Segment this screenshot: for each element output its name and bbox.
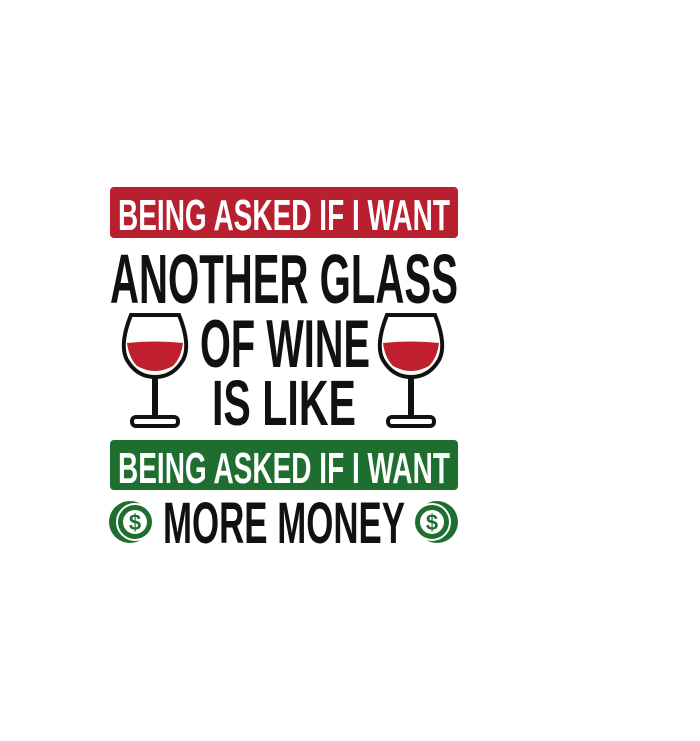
wine-glass-icon xyxy=(121,313,189,428)
line-is-like: IS LIKE xyxy=(212,367,356,439)
wine-glass-icon xyxy=(377,313,445,428)
line-more-money: MORE MONEY xyxy=(163,491,405,556)
green-banner xyxy=(110,440,458,490)
line-another-glass: ANOTHER GLASS xyxy=(110,240,458,318)
dollar-coin-icon: $ xyxy=(109,501,154,543)
coin-symbol: $ xyxy=(129,510,141,535)
dollar-coin-icon: $ xyxy=(413,501,458,543)
line-being-asked-red: BEING ASKED IF I WANT xyxy=(118,191,450,240)
coin-symbol: $ xyxy=(426,510,438,535)
red-banner xyxy=(110,187,458,238)
line-being-asked-green: BEING ASKED IF I WANT xyxy=(118,444,450,493)
line-of-wine: OF WINE xyxy=(200,306,370,382)
